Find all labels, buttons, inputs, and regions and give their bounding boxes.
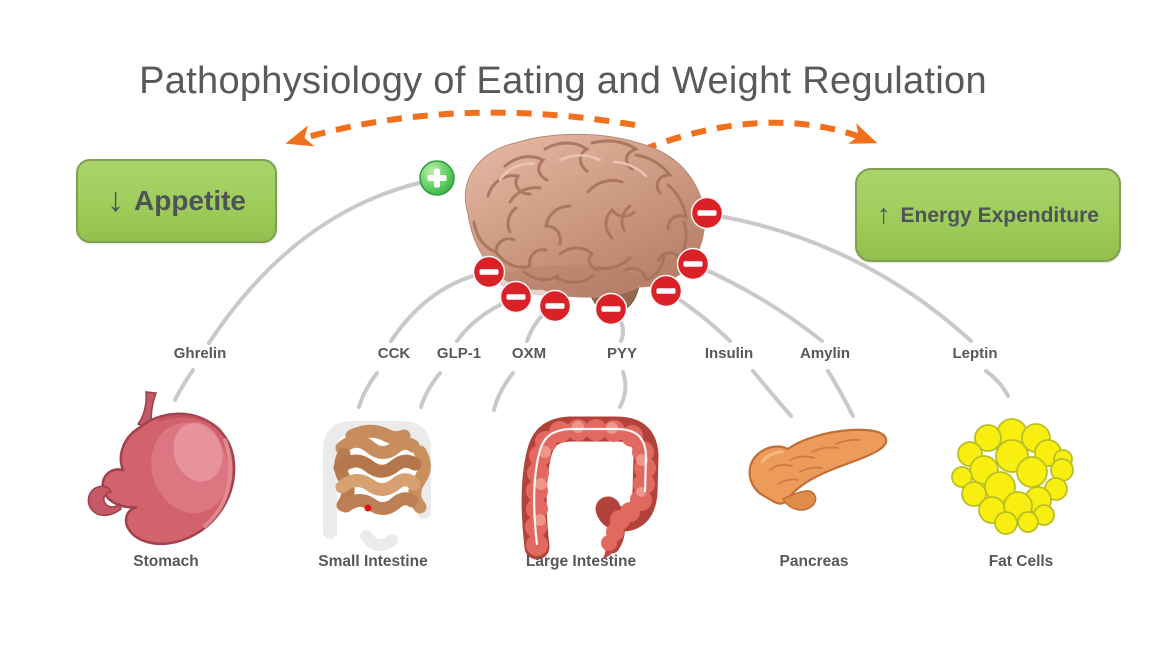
connector-cck-brain	[389, 270, 491, 343]
connector-glp1-small-intestine	[419, 371, 442, 409]
minus-icon-glp1	[499, 280, 533, 314]
hormone-label-amylin: Amylin	[799, 345, 851, 362]
hormone-label-ghrelin: Ghrelin	[173, 345, 227, 362]
down-arrow-icon: ↓	[107, 180, 124, 219]
plus-icon	[419, 160, 455, 196]
large-intestine-illustration	[521, 416, 659, 560]
connector-pyy-large-intestine	[618, 370, 628, 409]
pancreas-texture	[769, 438, 861, 485]
connector-leptin-brain	[705, 212, 973, 343]
brain-output-arrows	[285, 109, 878, 153]
connector-oxm-large-intestine	[492, 371, 515, 412]
connector-insulin-pancreas	[751, 369, 793, 418]
organ-label-pancreas: Pancreas	[779, 553, 849, 570]
hormone-label-cck: CCK	[377, 345, 411, 362]
pancreas-uncinate	[781, 490, 817, 511]
stomach-illustration	[87, 391, 236, 545]
connector-amylin-brain	[691, 262, 824, 343]
minus-icon-amylin	[676, 247, 710, 281]
hormone-label-pyy: PYY	[606, 345, 638, 362]
connector-amylin-pancreas	[826, 369, 855, 418]
pancreas-illustration	[748, 428, 888, 511]
minus-icon-leptin	[690, 196, 724, 230]
fat-cells-illustration	[951, 418, 1074, 535]
hormone-label-oxm: OXM	[511, 345, 547, 362]
brain-highlights	[498, 154, 648, 182]
minus-icon-oxm	[538, 289, 572, 323]
intestine-coils	[333, 424, 431, 515]
energy-expenditure-box: ↑ Energy Expenditure	[855, 168, 1121, 262]
organ-label-fat-cells: Fat Cells	[988, 553, 1054, 570]
appetite-box: ↓ Appetite	[76, 159, 277, 243]
intestine-red-marker	[364, 504, 372, 512]
page-title: Pathophysiology of Eating and Weight Reg…	[139, 60, 987, 102]
appetite-label: Appetite	[134, 185, 246, 216]
colon-tenia-line	[533, 427, 648, 546]
connector-cck-small-intestine	[357, 371, 379, 409]
brain-sulci	[472, 139, 688, 284]
small-intestine-illustration	[323, 421, 431, 552]
hormone-label-glp1: GLP-1	[436, 345, 482, 362]
organ-label-large-intestine: Large Intestine	[525, 553, 637, 570]
connector-lines	[173, 177, 1010, 418]
arrow-to-energy-expenditure	[640, 119, 878, 153]
stomach-duodenum	[87, 485, 122, 517]
hormone-label-insulin: Insulin	[704, 345, 754, 362]
organ-label-small-intestine: Small Intestine	[318, 553, 428, 570]
minus-icon-pyy	[594, 292, 628, 326]
energy-expenditure-label: Energy Expenditure	[900, 203, 1099, 227]
hormone-label-leptin: Leptin	[952, 345, 998, 362]
connector-ghrelin-brain	[207, 177, 439, 345]
minus-icon-insulin	[649, 274, 683, 308]
organ-label-stomach: Stomach	[133, 553, 199, 570]
connector-leptin-fat-cells	[984, 369, 1010, 398]
minus-icon-cck	[472, 255, 506, 289]
up-arrow-icon: ↑	[877, 198, 891, 229]
connector-ghrelin-stomach	[173, 368, 195, 402]
